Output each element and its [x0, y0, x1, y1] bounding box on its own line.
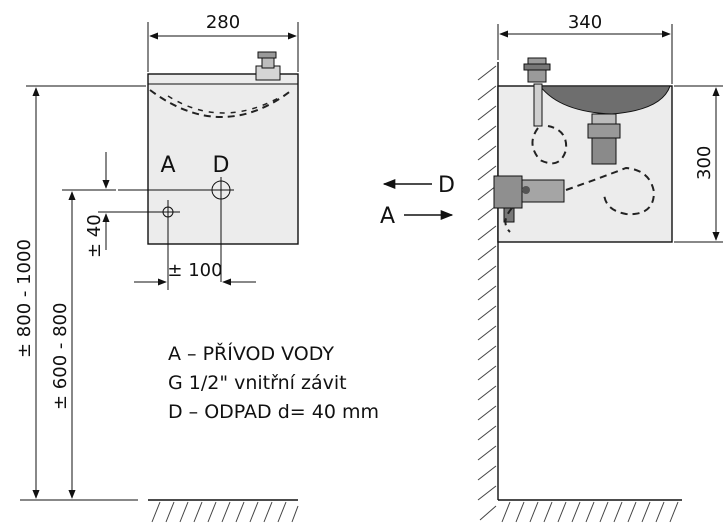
front-dim-100: ± 100: [167, 260, 222, 281]
side-tap: [523, 57, 551, 127]
legend-line-1: A – PŘÍVOD VODY: [168, 342, 334, 365]
outlet-d-symbol: [118, 177, 234, 282]
side-label-a: A: [380, 204, 395, 229]
side-drain: [587, 113, 621, 165]
front-tap: [255, 51, 281, 81]
front-floor-hatch: [151, 501, 299, 523]
side-cabinet: [497, 85, 673, 243]
front-cabinet: [147, 73, 299, 245]
inlet-a-symbol: [98, 200, 180, 290]
front-view: 280 A D ± 40 ± 100 ± 800 - 1000 ±: [14, 12, 299, 523]
side-hose-3: [504, 207, 513, 233]
wall-hatch: [477, 65, 497, 521]
side-valve: [493, 175, 565, 223]
side-width-dim: 340: [568, 12, 602, 33]
front-label-a: A: [160, 153, 175, 178]
legend-line-3: D – ODPAD d= 40 mm: [168, 401, 379, 423]
side-height-dim: 300: [694, 146, 715, 180]
legend-line-2: G 1/2" vnitřní závit: [168, 372, 347, 394]
front-dim-600-800: ± 600 - 800: [50, 303, 71, 410]
side-label-d: D: [438, 173, 455, 198]
side-hose-1: [531, 125, 568, 165]
side-view: 340 300 D A: [380, 12, 723, 523]
legend: A – PŘÍVOD VODY G 1/2" vnitřní závit D –…: [168, 342, 379, 423]
front-width-dim: 280: [206, 12, 240, 33]
front-dim-800-1000: ± 800 - 1000: [14, 239, 35, 358]
front-basin-outline: [149, 89, 293, 118]
side-hose-2: [565, 166, 656, 216]
front-dim-40: ± 40: [84, 214, 105, 258]
side-floor-hatch: [501, 501, 679, 523]
front-label-d: D: [213, 153, 230, 178]
